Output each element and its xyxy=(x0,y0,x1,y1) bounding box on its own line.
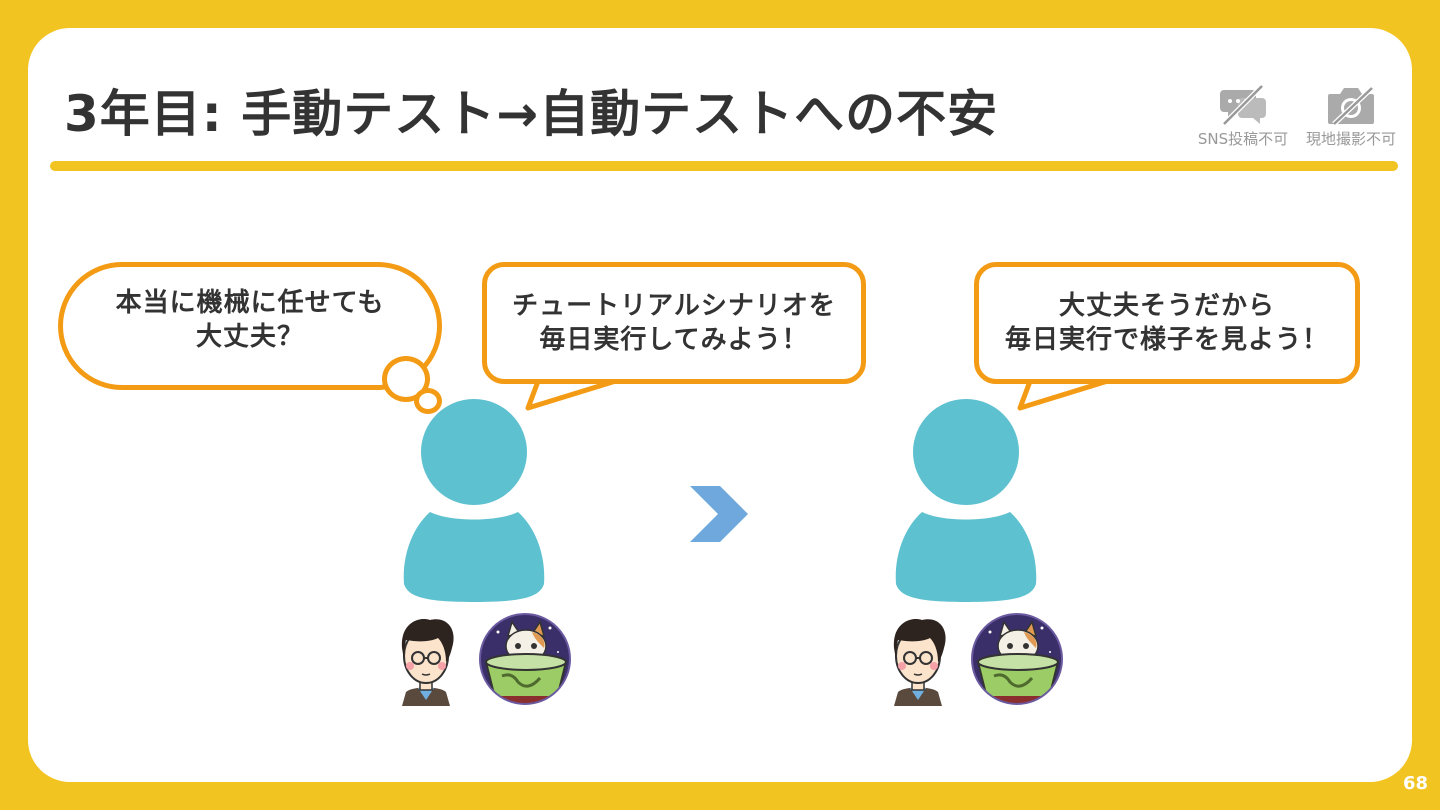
speech-right-line-2: 毎日実行で様子を見よう！ xyxy=(1004,325,1329,355)
cat-in-teacup-avatar xyxy=(971,613,1063,705)
thought-line-1: 本当に機械に任せても xyxy=(115,288,385,318)
notice-label: 現地撮影不可 xyxy=(1305,130,1396,148)
thought-dot-small xyxy=(414,388,442,414)
man-with-glasses-avatar xyxy=(893,619,946,706)
no-sns-icon xyxy=(1220,84,1266,126)
thought-bubble: 本当に機械に任せても 大丈夫？ xyxy=(58,262,442,390)
notice-sns: SNS投稿不可 xyxy=(1188,84,1298,149)
speech-left-line-2: 毎日実行してみよう！ xyxy=(539,325,809,355)
person-icon xyxy=(403,399,545,602)
speech-left-line-1: チュートリアルシナリオを xyxy=(512,291,836,321)
speech-bubble-right: 大丈夫そうだから 毎日実行で様子を見よう！ xyxy=(974,262,1360,384)
chevron-right-icon xyxy=(690,486,748,542)
slide-title: 3年目: 手動テスト→自動テストへの不安 xyxy=(64,85,999,143)
page-number: 68 xyxy=(1402,773,1428,794)
notice-label: SNS投稿不可 xyxy=(1197,130,1289,148)
speech-bubble-left: チュートリアルシナリオを 毎日実行してみよう！ xyxy=(482,262,866,384)
cat-in-teacup-avatar xyxy=(479,613,571,705)
speech-bubble-tail xyxy=(525,373,633,411)
man-with-glasses-avatar xyxy=(401,619,454,706)
notice-photo: 現地撮影不可 xyxy=(1296,84,1406,149)
slide-card xyxy=(28,28,1412,782)
speech-right-line-1: 大丈夫そうだから xyxy=(1058,291,1275,321)
title-underline xyxy=(50,161,1398,171)
no-photo-icon xyxy=(1328,86,1374,126)
person-icon xyxy=(895,399,1037,602)
speech-bubble-tail xyxy=(1017,373,1125,411)
thought-line-2: 大丈夫？ xyxy=(195,322,304,352)
